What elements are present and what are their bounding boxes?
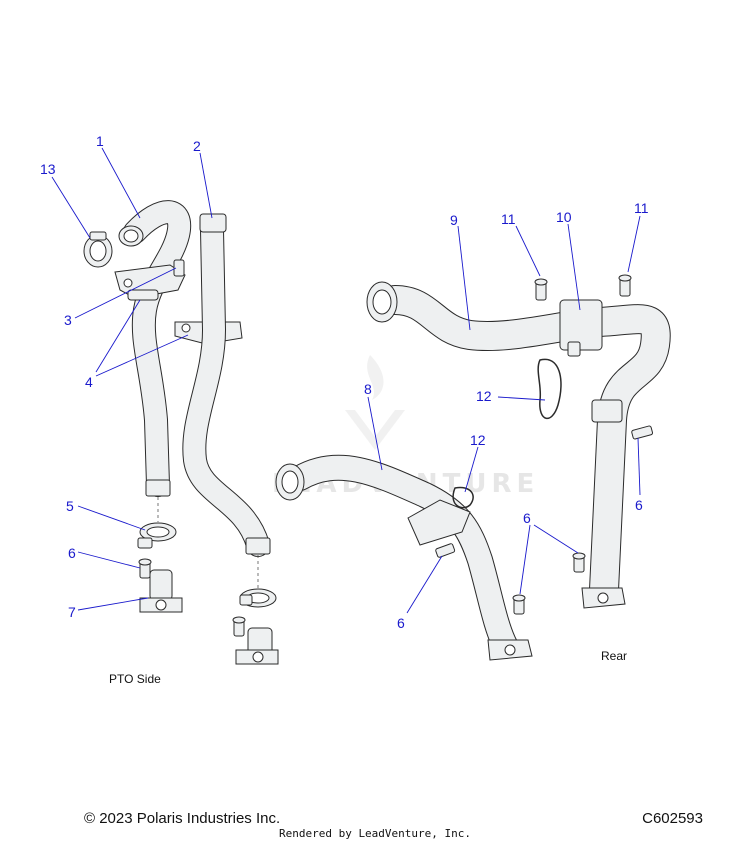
- fitting-under-hose-2: [235, 627, 279, 665]
- callout-6-right: 6: [635, 497, 643, 513]
- label-pto-side: PTO Side: [109, 672, 161, 686]
- part-11-bolt-right: [618, 274, 632, 297]
- part-6-bolt-right-lower: [572, 552, 586, 573]
- callout-12-mid: 12: [470, 432, 486, 448]
- callout-2: 2: [193, 138, 201, 154]
- part-1-hose: [118, 200, 192, 497]
- callout-4: 4: [85, 374, 93, 390]
- callout-7: 7: [68, 604, 76, 620]
- callout-9: 9: [450, 212, 458, 228]
- callout-8: 8: [364, 381, 372, 397]
- part-11-bolt-left: [534, 278, 548, 301]
- bolt-under-hose-2: [232, 616, 246, 637]
- callout-5: 5: [66, 498, 74, 514]
- callout-6-mid: 6: [397, 615, 405, 631]
- part-9-hose: [366, 281, 671, 609]
- callout-10: 10: [556, 209, 572, 225]
- part-8-hose: [275, 454, 533, 661]
- leader-lines: [51, 147, 641, 614]
- callout-6-center: 6: [523, 510, 531, 526]
- part-5-clamp: [137, 522, 177, 549]
- part-6-bolt-mid: [435, 543, 456, 558]
- callout-6-left: 6: [68, 545, 76, 561]
- part-7-fitting: [139, 569, 183, 613]
- callout-11-right: 11: [634, 200, 649, 216]
- callout-1: 1: [96, 133, 104, 149]
- part-6-bolt-right: [631, 425, 654, 440]
- part-2-hose: [182, 213, 271, 557]
- rendered-by-text: Rendered by LeadVenture, Inc.: [278, 827, 472, 840]
- clamp-under-hose-2: [239, 588, 277, 608]
- callout-13: 13: [40, 161, 56, 177]
- part-13-clamp: [83, 231, 113, 268]
- callout-12-right: 12: [476, 388, 492, 404]
- callout-11-left: 11: [501, 211, 516, 227]
- watermark-logo-icon: [345, 355, 405, 450]
- callout-3: 3: [64, 312, 72, 328]
- part-10-bracket: [559, 299, 603, 357]
- part-12-clip-right: [537, 358, 562, 419]
- diagram-code: C602593: [642, 810, 703, 827]
- copyright-text: © 2023 Polaris Industries Inc.: [84, 810, 281, 827]
- part-6-bolt-left: [138, 558, 152, 579]
- label-rear: Rear: [601, 649, 627, 663]
- part-6-bolt-mid-lower: [512, 594, 526, 615]
